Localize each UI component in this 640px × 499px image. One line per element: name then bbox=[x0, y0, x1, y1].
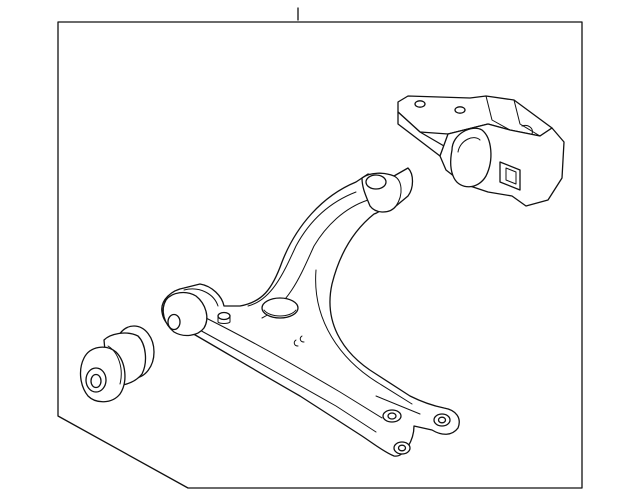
rear-bushing-bracket bbox=[397, 95, 565, 207]
control-arm bbox=[161, 167, 460, 457]
frame-border bbox=[57, 21, 583, 489]
front-bushing bbox=[79, 325, 155, 403]
